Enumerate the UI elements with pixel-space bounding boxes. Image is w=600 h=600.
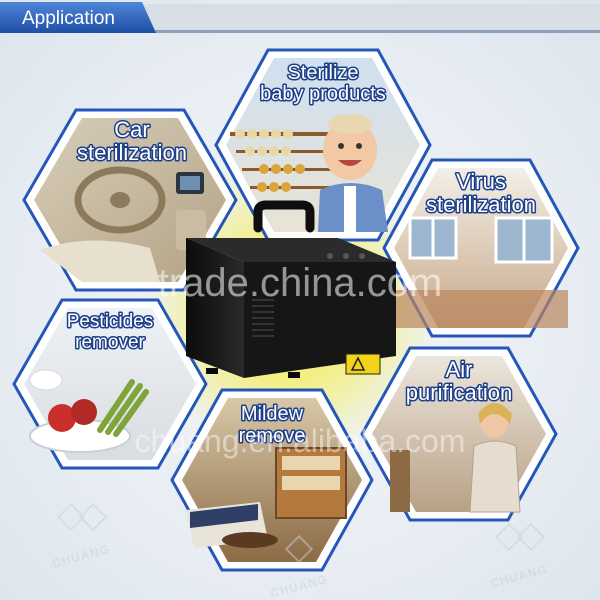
header-title: Application [22,8,115,29]
device-front [186,238,244,378]
watermark-main: trade.china.com [158,261,443,305]
mildew-label-line1: Mildew [241,403,304,425]
device-knob [327,253,333,259]
header-tab [0,2,156,33]
hex-sterilize-baby-products: Sterilize baby products [214,48,432,242]
air-label-line2: purification [406,380,512,405]
brand-logo-left: CHUANG [51,502,111,571]
car-label-line2: sterilization [77,140,187,165]
hex-pesticides-remover: Pesticides remover [12,298,208,470]
room-window-illustration [394,216,568,328]
hex-mildew-remove: Mildew remove [170,388,374,572]
baby-label-line2: baby products [260,83,386,105]
header-bar: Application [0,2,600,33]
virus-label-line2: sterilization [426,192,536,217]
baby-illustration [318,114,388,232]
warning-triangle-icon [350,356,366,371]
brand-logo-right-text: CHUANG [489,562,549,591]
car-label-line1: Car [114,117,149,142]
brand-logo-right: CHUANG [489,522,549,591]
warning-label [345,353,381,375]
woman-illustration [390,403,521,513]
device-side [244,262,396,378]
brand-logo-center-text: CHUANG [269,572,329,600]
baby-label-line1: Sterilize [287,62,358,84]
mildew-label-line2: remove [239,425,306,447]
abacus-illustration [230,129,350,192]
hex-virus-sterilization: Virus sterilization [382,158,580,338]
hex-car-sterilization: Car sterilization [22,108,238,292]
pesticides-label-line1: Pesticides [67,311,154,332]
vegetables-illustration [29,369,149,453]
ozone-generator-device [186,200,396,378]
air-label-line1: Air [446,357,473,382]
device-knob [359,253,365,259]
pesticides-label-line2: remover [75,332,145,353]
watermark-secondary: chuang.en.alibaba.com [135,423,466,459]
hex-air-purification: Air purification [360,346,558,522]
device-vent-grille [252,299,274,337]
room-photo [394,168,568,328]
brand-logo-left-text: CHUANG [51,542,111,571]
virus-label-line1: Virus [456,169,506,194]
device-handle [253,200,315,233]
car-interior-illustration [40,166,206,282]
device-knob [343,253,349,259]
living-room-illustration [186,447,347,548]
